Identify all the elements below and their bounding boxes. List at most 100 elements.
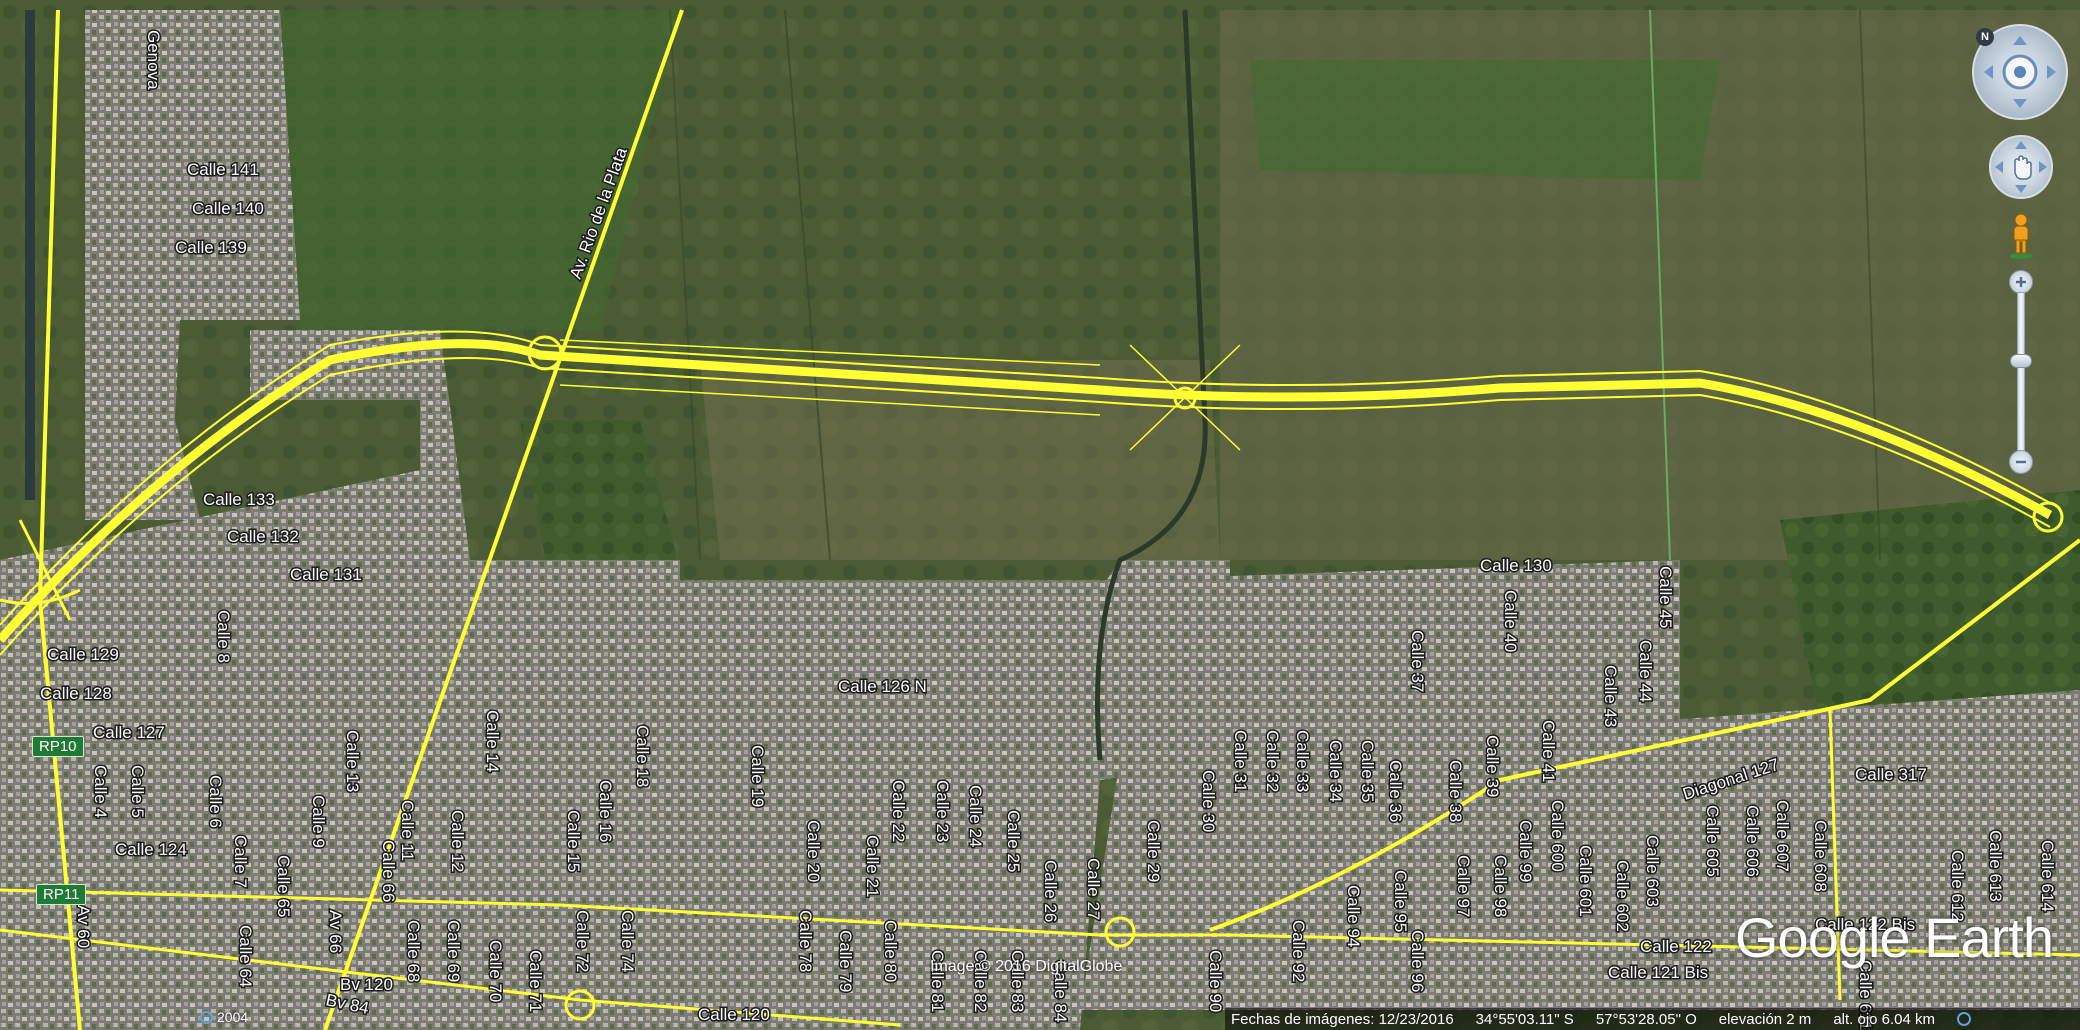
zoom-out-icon[interactable] — [2010, 451, 2032, 473]
compass-north-letter[interactable]: N — [1976, 28, 1994, 46]
street-label: Calle 98 — [1491, 855, 1510, 917]
street-label: Calle 9 — [309, 795, 328, 848]
highway-shield-rp11: RP11 — [36, 884, 87, 905]
street-label: Calle 39 — [1483, 735, 1502, 797]
street-label: Calle 614 — [2038, 840, 2057, 912]
street-label: Calle 601 — [1576, 845, 1595, 917]
street-label: Genova — [144, 30, 163, 90]
zoom-thumb[interactable] — [2010, 354, 2032, 368]
zoom-track[interactable] — [2017, 292, 2025, 462]
street-label: Calle 141 — [187, 160, 259, 179]
street-label: Calle 35 — [1358, 740, 1377, 802]
street-label: Calle 64 — [236, 925, 255, 987]
street-label: Calle 71 — [526, 950, 545, 1012]
street-label: Calle 94 — [1344, 885, 1363, 947]
street-label: Calle 128 — [40, 684, 112, 703]
field-boundary — [1649, 9, 1671, 561]
highway-project-lane — [0, 357, 2051, 656]
zoom-slider[interactable] — [2008, 270, 2034, 480]
street-label: Calle 34 — [1326, 740, 1345, 802]
street-label: Calle 66 — [379, 840, 398, 902]
street-label: Calle 14 — [483, 710, 502, 772]
clock-icon[interactable] — [200, 1011, 213, 1024]
urban-area — [0, 330, 1230, 1030]
street-label: Calle 95 — [1391, 870, 1410, 932]
street-view-pegman-icon[interactable] — [2006, 212, 2036, 260]
street-label: Calle 122 — [1640, 937, 1712, 956]
highway-project — [0, 339, 2053, 643]
zoom-in-button[interactable] — [2009, 270, 2033, 294]
dark-vegetation — [1780, 490, 2080, 720]
navigation-controls: N — [1968, 20, 2078, 474]
look-joystick-icon[interactable] — [1972, 24, 2068, 120]
street-label: Calle 121 Bis — [1608, 963, 1708, 982]
imagery-copyright: Image © 2016 DigitalGlobe — [930, 958, 1123, 975]
street-label: Calle 84 — [1051, 960, 1070, 1022]
street-label: Calle 11 — [398, 800, 417, 861]
street-label: Calle 127 — [93, 723, 165, 742]
street-label: Calle 31 — [1231, 730, 1250, 792]
street-label: Calle 129 — [47, 645, 119, 664]
street-label: Calle 69 — [444, 920, 463, 982]
street-label: Calle 603 — [1643, 835, 1662, 907]
highway-project-edge — [559, 339, 1101, 416]
street-label: Bv 120 — [340, 975, 393, 994]
street-label: Calle 32 — [1263, 730, 1282, 792]
street-label: Calle 12 — [448, 810, 467, 872]
street-label: Calle 7 — [231, 835, 250, 888]
street-label: Calle 96 — [1408, 930, 1427, 992]
street-label: Calle 45 — [1656, 566, 1675, 628]
roundabout — [1104, 916, 1136, 948]
move-joystick[interactable] — [1989, 135, 2053, 199]
street-label: Calle 68 — [404, 920, 423, 982]
street-label: Calle 605 — [1703, 805, 1722, 877]
street-label: Calle 608 — [1811, 820, 1830, 892]
imagery-year-label: 2004 — [217, 1009, 249, 1025]
street-label: Calle 4 — [91, 765, 110, 818]
zoom-in-icon[interactable] — [2010, 271, 2032, 293]
interchange-central-ramps — [1129, 344, 1241, 451]
street-label: Calle 18 — [633, 725, 652, 787]
street-label: Calle 99 — [1516, 820, 1535, 882]
road-calle-120 — [0, 928, 901, 1027]
street-label: Calle 37 — [1408, 630, 1427, 692]
street-label: Calle 74 — [618, 910, 637, 972]
historical-imagery-year[interactable]: 2004 — [200, 1009, 248, 1025]
street-label: Calle 80 — [881, 920, 900, 982]
street-label: Calle 122 Bis — [1815, 915, 1915, 934]
field-green-area — [1250, 60, 1720, 180]
interchange-central — [1173, 386, 1197, 410]
street-label: Calle 82 — [971, 950, 990, 1012]
street-label: Calle 41 — [1539, 720, 1558, 782]
highway-project-lane — [0, 330, 2051, 626]
urban-area — [85, 10, 300, 520]
field-green-area — [260, 10, 680, 330]
street-view-pegman[interactable] — [2006, 212, 2036, 260]
field-boundary — [669, 9, 701, 561]
street-label: Av 66 — [326, 910, 345, 953]
street-label: Calle 139 — [175, 238, 247, 257]
interchange-rio-de-la-plata — [527, 335, 563, 371]
field-boundary — [784, 9, 831, 561]
longitude-readout: 57°53'28.05" O — [1595, 1010, 1697, 1028]
status-bar: Fechas de imágenes: 12/23/2016 34°55'03.… — [1225, 1008, 2080, 1030]
street-label: Calle 29 — [1144, 820, 1163, 882]
street-label: Calle 78 — [796, 910, 815, 972]
street-label: Calle 36 — [1386, 760, 1405, 822]
road-diagonal — [1209, 538, 2080, 932]
look-joystick[interactable]: N — [1972, 24, 2068, 120]
field-boundary — [1859, 9, 1881, 561]
street-label: Calle 23 — [933, 780, 952, 842]
street-label: Calle 21 — [863, 835, 882, 897]
zoom-out-button[interactable] — [2009, 450, 2033, 474]
street-label: Calle 72 — [573, 910, 592, 972]
highway-shield-rp10: RP10 — [32, 736, 84, 757]
street-label: Calle 8 — [214, 610, 233, 663]
latitude-readout: 34°55'03.11" S — [1475, 1010, 1574, 1028]
move-hand-icon[interactable] — [1989, 135, 2053, 199]
street-label: Calle 24 — [966, 785, 985, 847]
street-label: Calle 27 — [1084, 858, 1103, 920]
street-label: Calle 30 — [1199, 770, 1218, 832]
